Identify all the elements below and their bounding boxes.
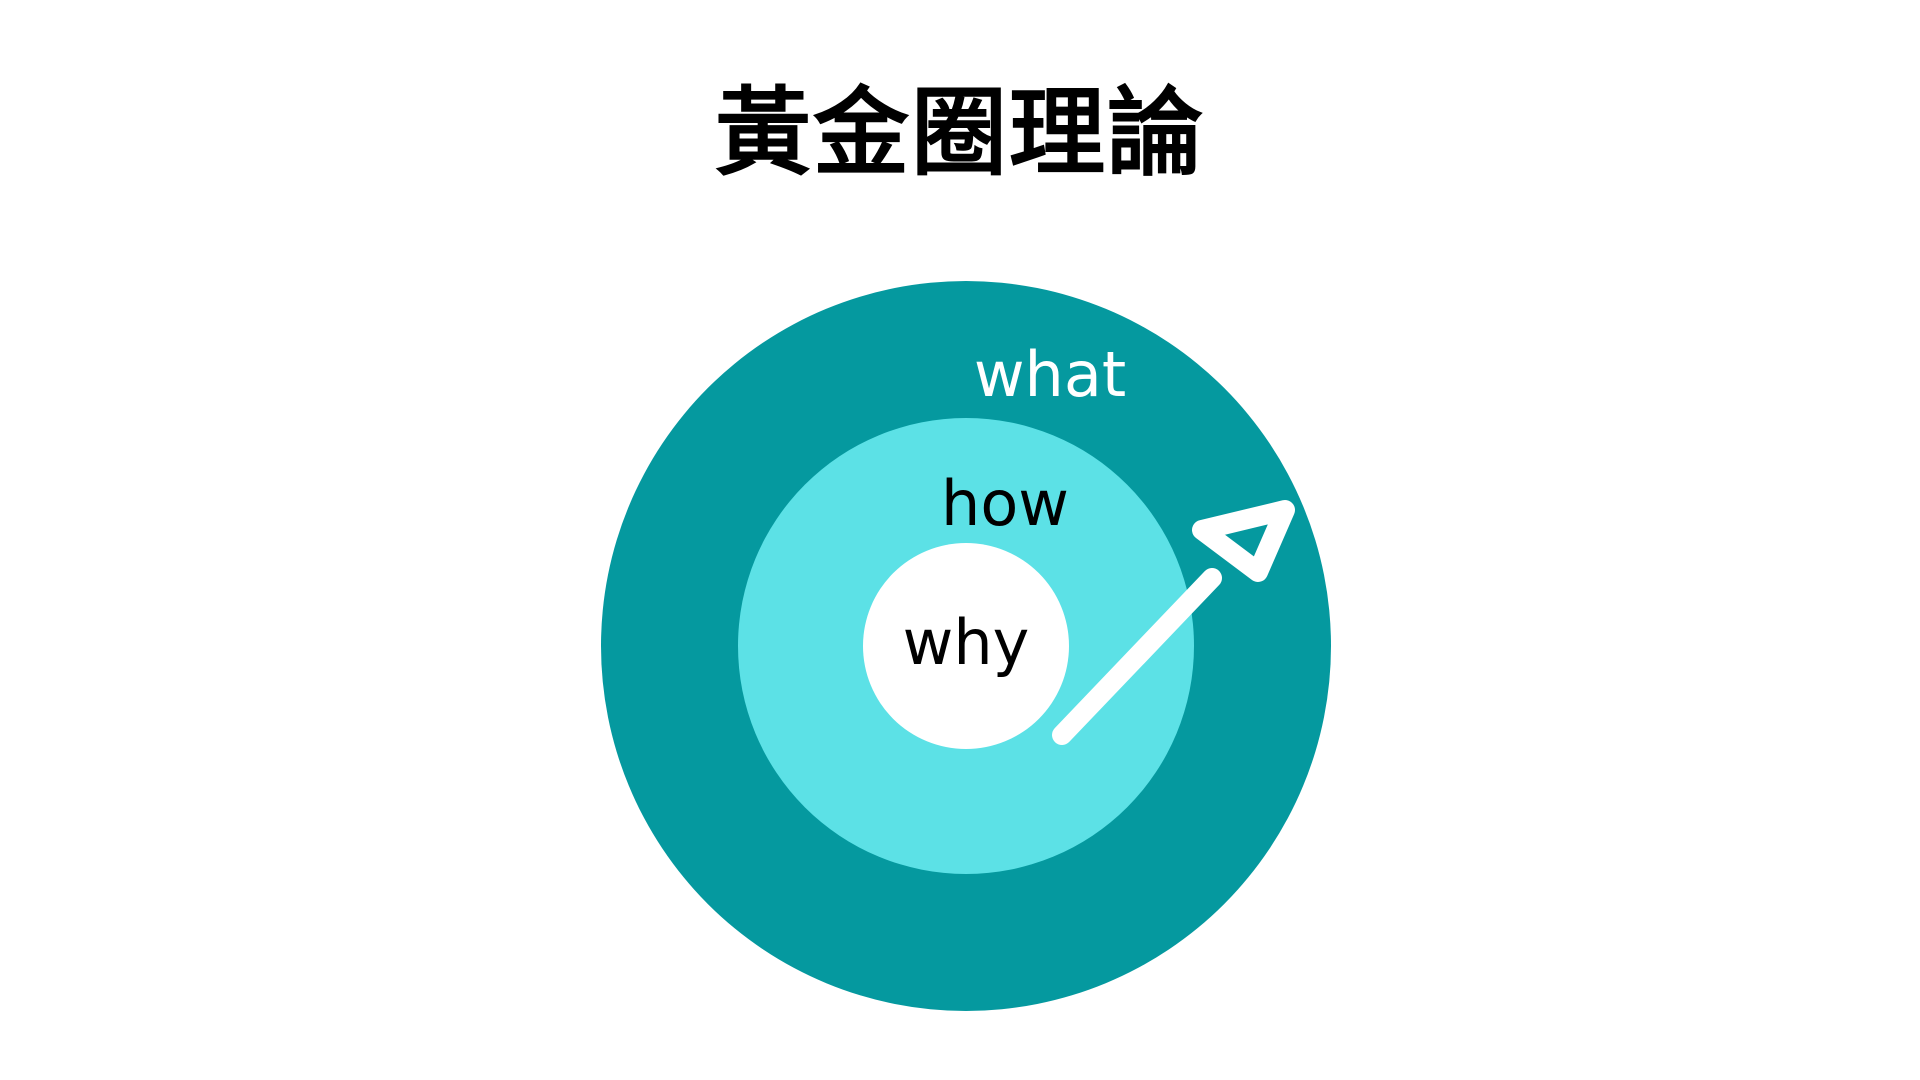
why-label: why (903, 606, 1030, 679)
why-circle (863, 543, 1069, 749)
what-label: what (974, 338, 1126, 411)
arrow-up-right-icon (1052, 500, 1295, 745)
how-label: how (941, 467, 1069, 540)
diagram-title: 黃金圈理論 (715, 77, 1205, 189)
